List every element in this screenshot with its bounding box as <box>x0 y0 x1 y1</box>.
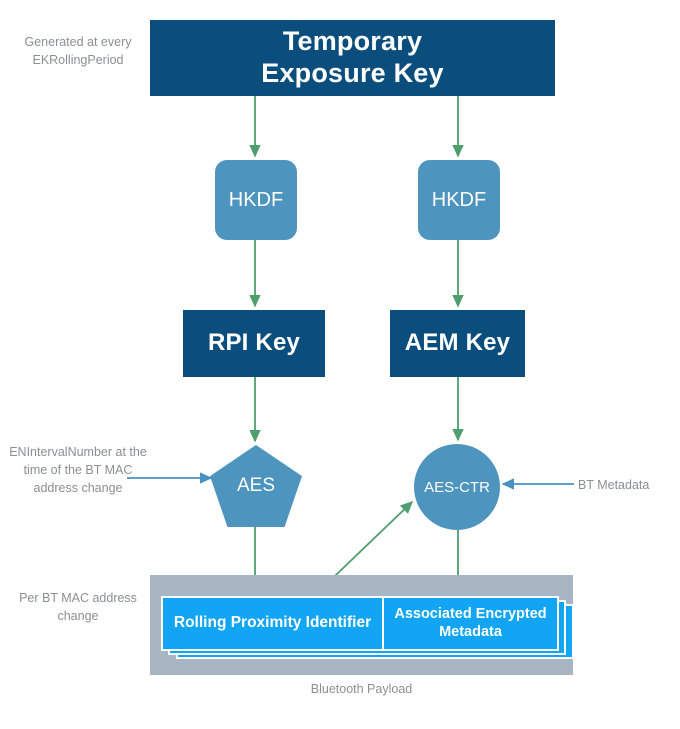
caption-bt-metadata: BT Metadata <box>578 478 650 492</box>
node-aem-key[interactable]: AEM Key <box>390 310 525 377</box>
payload-block-rpi-label: Rolling Proximity Identifier <box>173 614 372 632</box>
node-aes-label: AES <box>236 475 276 496</box>
node-hkdf-right[interactable]: HKDF <box>418 160 500 240</box>
node-aes-ctr-label: AES-CTR <box>424 478 490 496</box>
payload-block-aem-label: Associated Encrypted Metadata <box>394 606 547 640</box>
node-aes-pentagon[interactable]: AES <box>210 445 302 527</box>
caption-per-bt-mac-address-change: Per BT MAC address change <box>19 591 137 624</box>
node-hkdf-left[interactable]: HKDF <box>215 160 297 240</box>
node-temporary-exposure-key-label: Temporary Exposure Key <box>261 26 444 88</box>
bluetooth-payload-caption: Bluetooth Payload <box>310 682 413 696</box>
node-rpi-key[interactable]: RPI Key <box>183 310 325 377</box>
node-hkdf-right-label: HKDF <box>431 188 487 211</box>
caption-generated-at-every-ekrollingperiod: Generated at every EKRollingPeriod <box>24 35 132 68</box>
node-temporary-exposure-key[interactable]: Temporary Exposure Key <box>150 20 555 96</box>
caption-enintervalnumber: ENIntervalNumber at the time of the BT M… <box>9 445 147 496</box>
payload-stack-layer-front: Rolling Proximity Identifier Associated … <box>161 596 559 651</box>
node-aem-key-label: AEM Key <box>404 329 511 357</box>
node-hkdf-left-label: HKDF <box>228 188 284 211</box>
payload-block-rolling-proximity-identifier[interactable]: Rolling Proximity Identifier <box>163 598 384 649</box>
payload-block-associated-encrypted-metadata[interactable]: Associated Encrypted Metadata <box>384 598 557 649</box>
node-rpi-key-label: RPI Key <box>207 329 301 357</box>
node-aes-ctr-circle[interactable]: AES-CTR <box>414 444 500 530</box>
